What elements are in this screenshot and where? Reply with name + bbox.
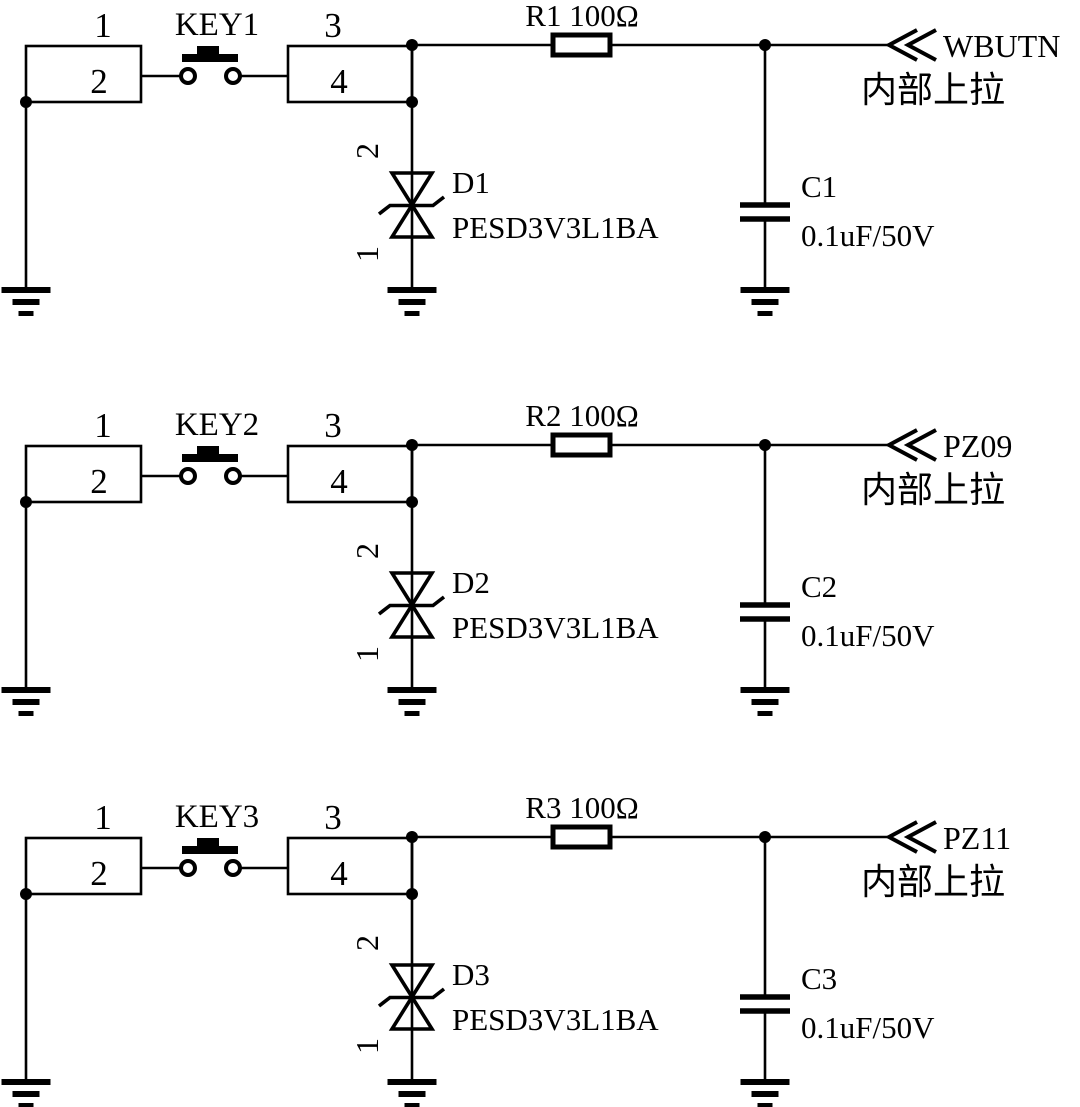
- cap-value: 0.1uF/50V: [801, 618, 935, 653]
- diode-pin-top-label: 2: [349, 543, 385, 559]
- circuit-1-labels: 1 KEY1 3 2 4 R1 100Ω D1 PESD3V3L1BA 2 1 …: [90, 0, 1060, 262]
- cap-value: 0.1uF/50V: [801, 1010, 935, 1045]
- diode-pin-bottom-label: 1: [349, 646, 385, 662]
- diode-refdes: D3: [452, 957, 490, 992]
- circuit-3-labels: 1 KEY3 3 2 4 R3 100Ω D3 PESD3V3L1BA 2 1 …: [90, 790, 1011, 1054]
- diode-partnumber: PESD3V3L1BA: [452, 610, 659, 645]
- pin2-label: 2: [90, 462, 108, 501]
- pin3-label: 3: [324, 6, 342, 45]
- pin4-label: 4: [330, 854, 348, 893]
- pin1-label: 1: [94, 798, 112, 837]
- diode-refdes: D2: [452, 565, 490, 600]
- pin3-label: 3: [324, 798, 342, 837]
- diode-pin-bottom-label: 1: [349, 1038, 385, 1054]
- diode-partnumber: PESD3V3L1BA: [452, 210, 659, 245]
- diode-pin-top-label: 2: [349, 935, 385, 951]
- key-refdes: KEY2: [175, 407, 259, 443]
- pin3-label: 3: [324, 406, 342, 445]
- diode-pin-bottom-label: 1: [349, 246, 385, 262]
- pullup-note: 内部上拉: [861, 470, 1005, 510]
- signal-name: WBUTN: [943, 28, 1060, 64]
- diode-pin-top-label: 2: [349, 143, 385, 159]
- pullup-note: 内部上拉: [861, 70, 1005, 110]
- pin2-label: 2: [90, 62, 108, 101]
- diode-partnumber: PESD3V3L1BA: [452, 1002, 659, 1037]
- circuit-2-labels: 1 KEY2 3 2 4 R2 100Ω D2 PESD3V3L1BA 2 1 …: [90, 398, 1012, 662]
- cap-refdes: C1: [801, 169, 837, 204]
- pin2-label: 2: [90, 854, 108, 893]
- pin1-label: 1: [94, 6, 112, 45]
- pin1-label: 1: [94, 406, 112, 445]
- diode-refdes: D1: [452, 165, 490, 200]
- key-refdes: KEY3: [175, 799, 259, 835]
- cap-value: 0.1uF/50V: [801, 218, 935, 253]
- pullup-note: 内部上拉: [861, 862, 1005, 902]
- cap-refdes: C2: [801, 569, 837, 604]
- signal-name: PZ09: [943, 428, 1012, 464]
- pin4-label: 4: [330, 462, 348, 501]
- key-refdes: KEY1: [175, 7, 259, 43]
- cap-refdes: C3: [801, 961, 837, 996]
- resistor-label: R1 100Ω: [525, 0, 638, 33]
- resistor-label: R3 100Ω: [525, 790, 638, 825]
- pin4-label: 4: [330, 62, 348, 101]
- resistor-label: R2 100Ω: [525, 398, 638, 433]
- signal-name: PZ11: [943, 820, 1011, 856]
